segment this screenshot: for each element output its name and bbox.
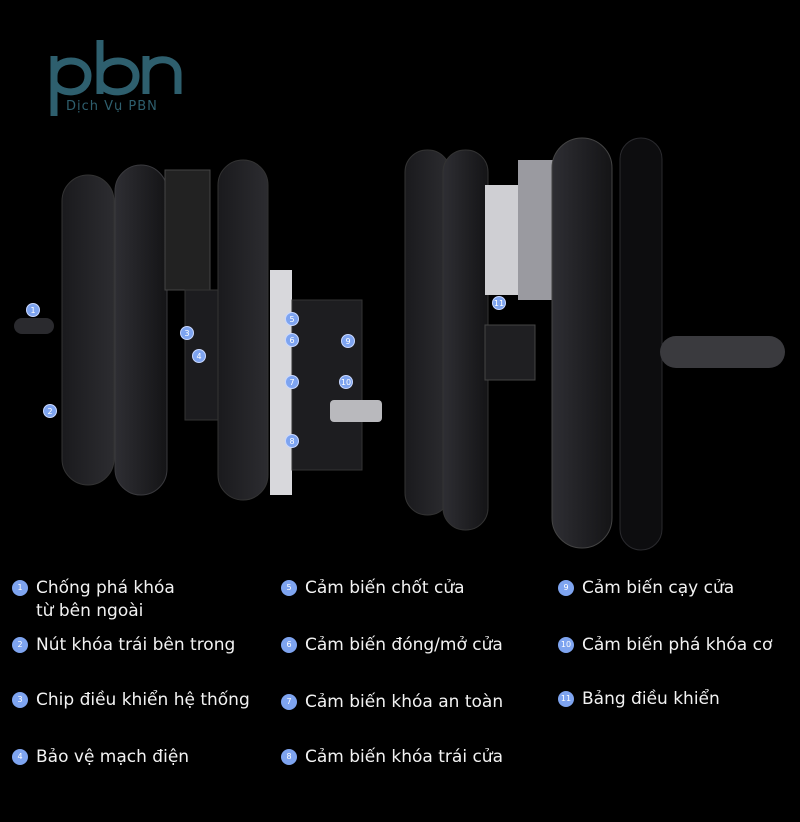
legend-label: Cảm biến khóa trái cửa [305, 747, 503, 767]
legend-label: Cảm biến đóng/mở cửa [305, 635, 503, 655]
legend-number: 10 [558, 637, 574, 653]
legend-item-2: 2 Nút khóa trái bên trong [12, 634, 235, 657]
marker-2: 2 [43, 404, 57, 418]
legend-number: 7 [281, 694, 297, 710]
inner-plate [217, 159, 269, 501]
inner-handle [660, 336, 785, 368]
marker-10: 10 [339, 375, 353, 389]
marker-9: 9 [341, 334, 355, 348]
key-cylinder [330, 400, 382, 422]
marker-4: 4 [192, 349, 206, 363]
marker-1: 1 [26, 303, 40, 317]
legend-label: Chip điều khiển hệ thống [36, 690, 250, 710]
legend-number: 8 [281, 749, 297, 765]
battery-pack [518, 160, 553, 300]
legend-item-6: 6 Cảm biến đóng/mở cửa [281, 634, 503, 657]
legend-item-4: 4 Bảo vệ mạch điện [12, 746, 189, 769]
legend-item-1: 1 Chống phá khóa từ bên ngoài [12, 577, 175, 623]
legend-item-9: 9 Cảm biến cạy cửa [558, 577, 734, 600]
legend-item-11: 11 Bảng điều khiển [558, 688, 720, 711]
legend-item-10: 10 Cảm biến phá khóa cơ [558, 634, 772, 657]
legend-number: 5 [281, 580, 297, 596]
pbn-logo-icon [50, 40, 182, 116]
legend-item-3: 3 Chip điều khiển hệ thống [12, 689, 250, 712]
front-cover [619, 137, 663, 551]
outer-panel [61, 174, 115, 486]
legend-label: Cảm biến chốt cửa [305, 578, 465, 598]
legend-label: Nút khóa trái bên trong [36, 635, 236, 655]
legend-label: Bảng điều khiển [582, 689, 720, 709]
legend-item-5: 5 Cảm biến chốt cửa [281, 577, 465, 600]
legend-number: 6 [281, 637, 297, 653]
marker-11: 11 [492, 296, 506, 310]
marker-3: 3 [180, 326, 194, 340]
circuit-board [164, 169, 211, 291]
legend-item-8: 8 Cảm biến khóa trái cửa [281, 746, 503, 769]
legend-number: 9 [558, 580, 574, 596]
marker-5: 5 [285, 312, 299, 326]
front-panel [551, 137, 613, 549]
motor-unit [484, 324, 536, 381]
marker-7: 7 [285, 375, 299, 389]
legend-number: 3 [12, 692, 28, 708]
legend-number: 1 [12, 580, 28, 596]
legend-number: 11 [558, 691, 574, 707]
marker-6: 6 [285, 333, 299, 347]
legend-label-line2: từ bên ngoài [36, 601, 144, 621]
marker-8: 8 [285, 434, 299, 448]
outer-handle-plate [114, 164, 168, 496]
legend-number: 4 [12, 749, 28, 765]
logo-subtitle: Dịch Vụ PBN [66, 99, 158, 114]
legend-label: Cảm biến phá khóa cơ [582, 635, 773, 655]
legend-item-7: 7 Cảm biến khóa an toàn [281, 691, 503, 714]
outer-handle [14, 318, 54, 334]
legend-label: Chống phá khóa [36, 578, 175, 598]
legend-label: Cảm biến khóa an toàn [305, 692, 504, 712]
exploded-lock-diagram [14, 137, 785, 551]
back-frame [442, 149, 489, 531]
legend-label: Cảm biến cạy cửa [582, 578, 735, 598]
legend-label: Bảo vệ mạch điện [36, 747, 190, 767]
legend-number: 2 [12, 637, 28, 653]
